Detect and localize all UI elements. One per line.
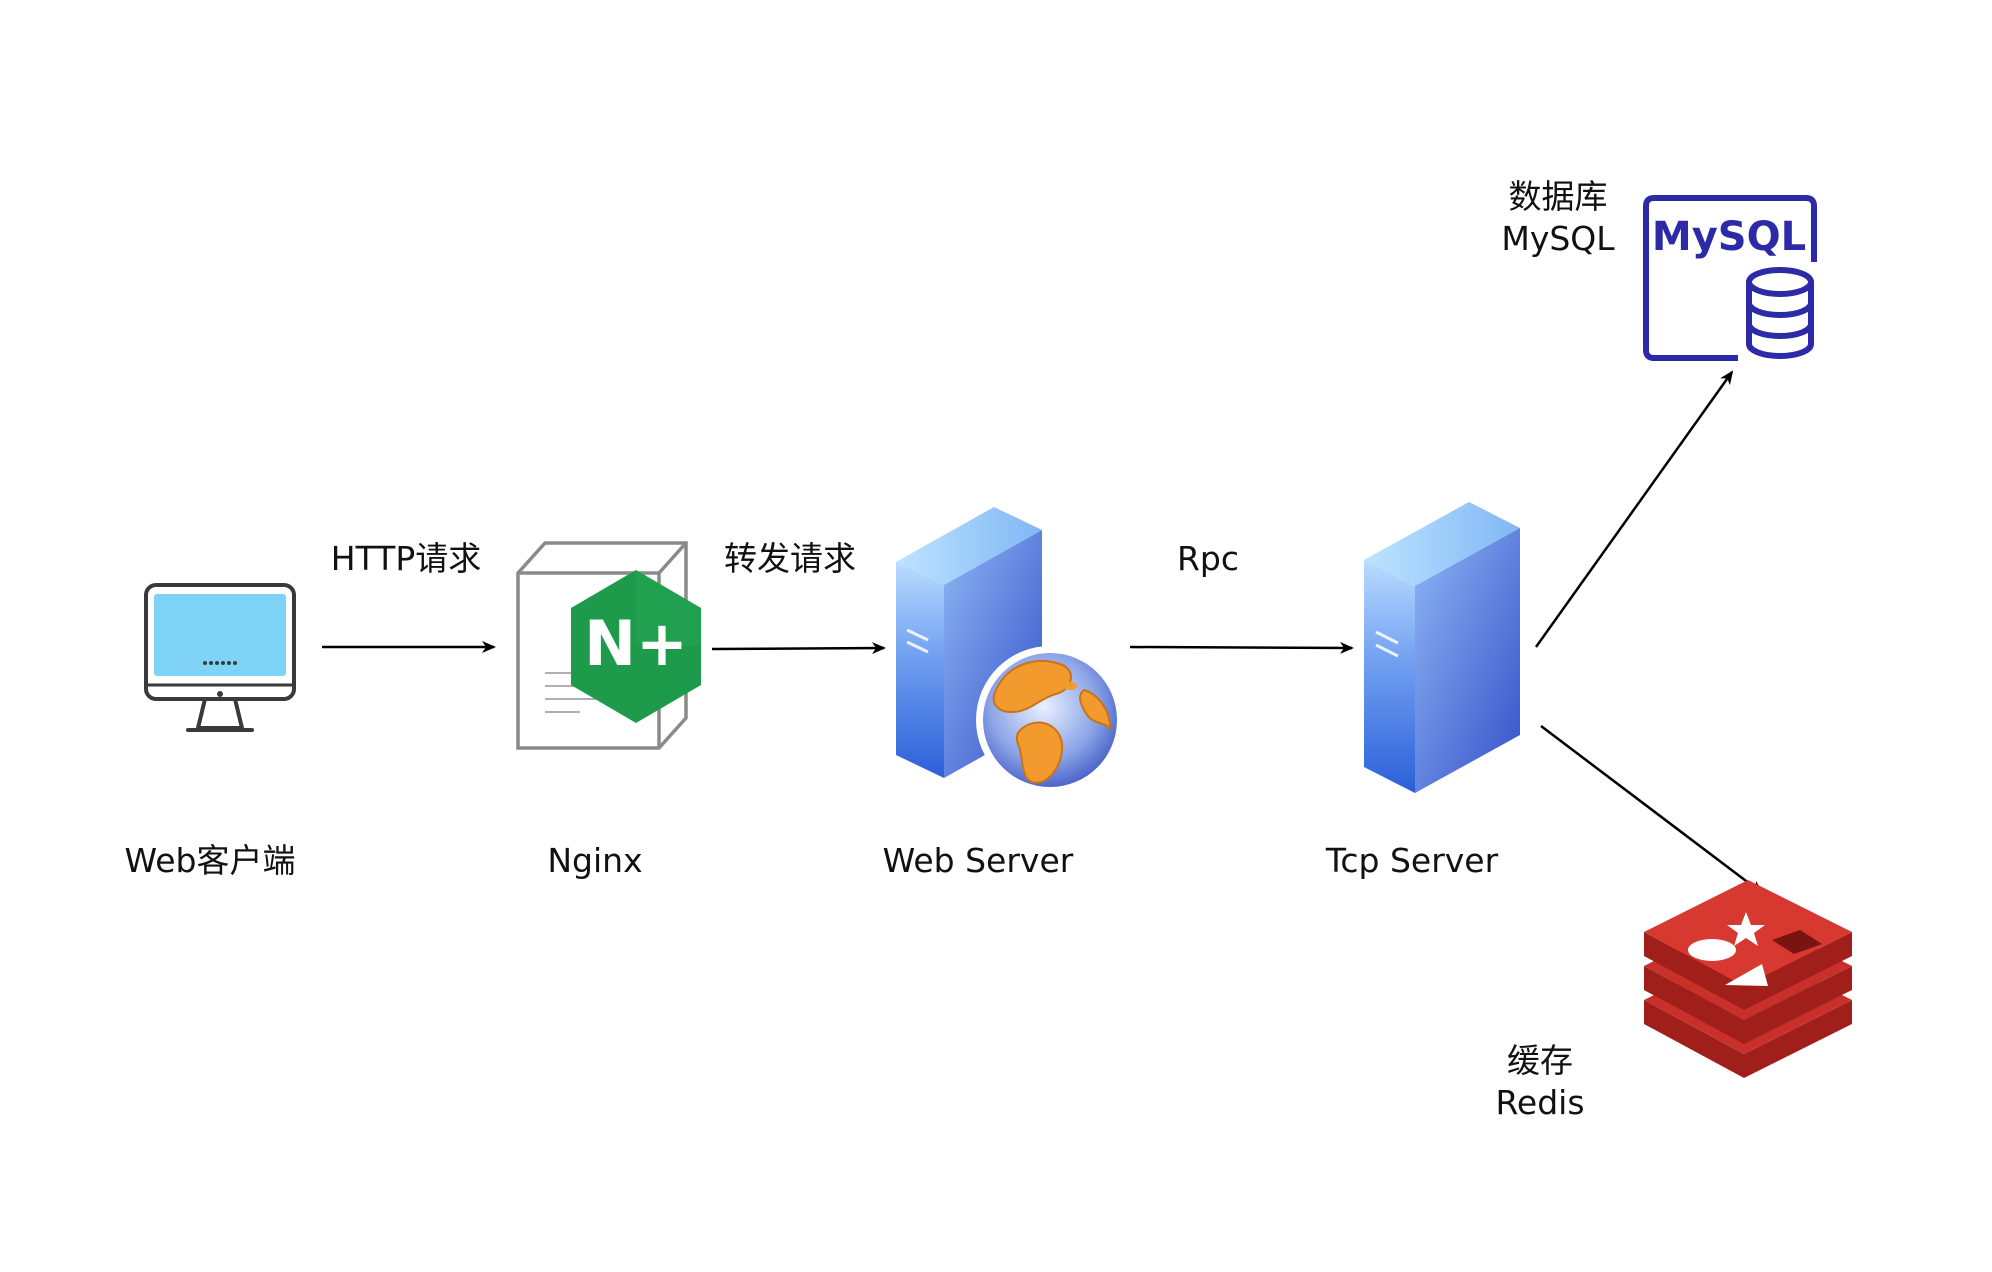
mysql-database-icon: MySQL (1643, 195, 1817, 361)
redis-cache-icon (1644, 880, 1852, 1078)
node-label-web-server: Web Server (882, 841, 1074, 880)
nginx-plus-icon: N+ (516, 541, 701, 750)
edge-label-rpc: Rpc (1176, 539, 1240, 578)
edge-label-forward-request: 转发请求 (724, 539, 856, 578)
mysql-logo-text: MySQL (1652, 214, 1806, 260)
mysql-label-en: MySQL (1501, 219, 1615, 259)
redis-label-en: Redis (1495, 1083, 1585, 1123)
edge-web-to-tcp-server (1129, 641, 1354, 654)
desktop-monitor-icon (144, 583, 296, 732)
node-label-nginx: Nginx (547, 841, 643, 880)
edge-label-http-request: HTTP请求 (330, 539, 482, 578)
mysql-label-cn: 数据库 (1508, 177, 1608, 216)
edge-tcp-to-redis (1540, 725, 1764, 895)
edge-tcp-to-mysql (1534, 370, 1734, 648)
node-label-redis: 缓存 Redis (1495, 1040, 1584, 1124)
nginx-logo-text: N+ (584, 607, 688, 680)
redis-label-cn: 缓存 (1507, 1041, 1573, 1080)
edge-nginx-to-web-server (711, 642, 886, 655)
server-tower-icon (1364, 502, 1520, 793)
node-label-web-client: Web客户端 (124, 841, 296, 880)
node-label-mysql: 数据库 MySQL (1501, 176, 1614, 260)
node-label-tcp-server: Tcp Server (1325, 841, 1499, 880)
web-server-globe-icon (896, 507, 1124, 794)
